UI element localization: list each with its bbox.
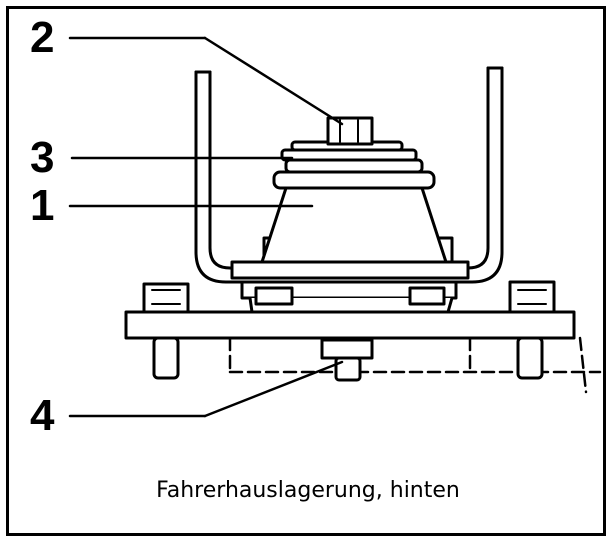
flange-ring-lower	[272, 170, 436, 190]
callout-2: 2	[30, 13, 55, 62]
flange-ring-upper	[284, 158, 424, 174]
top-nut	[326, 116, 374, 146]
left-end-bolt	[142, 282, 190, 380]
rubber-mount-body	[260, 186, 448, 264]
figure-caption: Fahrerhauslagerung, hinten	[156, 478, 460, 503]
right-end-bolt	[508, 280, 556, 380]
support-plate-upper	[230, 260, 470, 280]
chassis-plate	[124, 310, 576, 340]
bottom-bolt-shaft	[334, 356, 362, 382]
bottom-bolt-head	[320, 338, 374, 360]
callout-3: 3	[30, 133, 55, 182]
callout-1: 1	[30, 181, 55, 230]
support-saddle	[248, 296, 454, 314]
callout-4: 4	[30, 391, 55, 440]
